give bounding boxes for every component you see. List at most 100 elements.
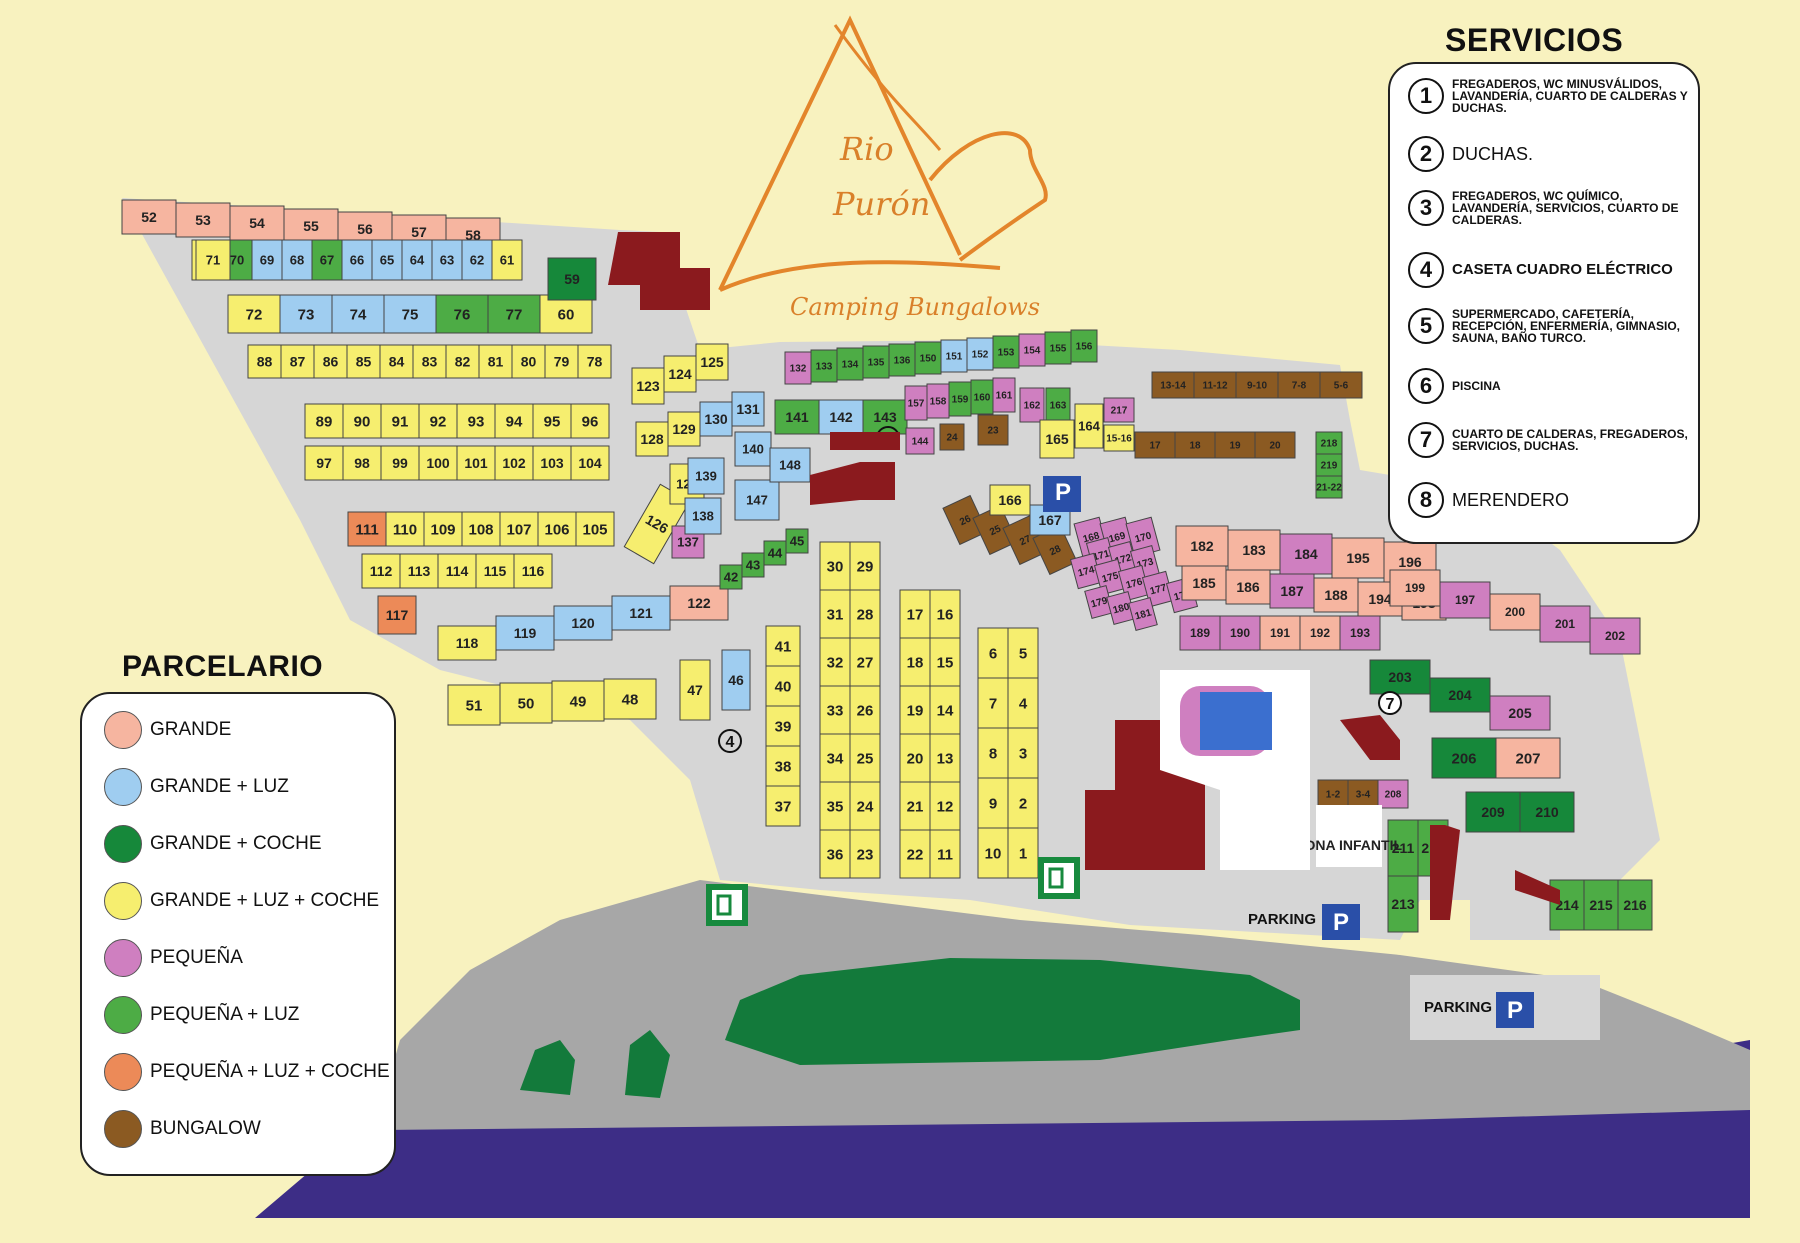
plot-12: 12 [929, 781, 961, 831]
plot-143: 143 [862, 399, 908, 435]
svg-text:157: 157 [908, 399, 925, 410]
plot-155: 155 [1044, 331, 1072, 365]
svg-text:185: 185 [1192, 575, 1216, 591]
building-8 [1340, 715, 1400, 760]
svg-text:107: 107 [506, 521, 531, 538]
svg-text:161: 161 [996, 391, 1013, 402]
svg-text:119: 119 [514, 625, 537, 641]
plot-1-2: 1-2 [1317, 779, 1349, 809]
svg-text:136: 136 [894, 356, 911, 367]
svg-text:214: 214 [1555, 897, 1579, 913]
svg-text:138: 138 [692, 509, 714, 524]
svg-text:25: 25 [857, 750, 874, 767]
plot-213: 213 [1387, 875, 1419, 933]
legend-swatch [104, 996, 142, 1034]
svg-text:66: 66 [350, 253, 364, 268]
parking-1: P [1043, 476, 1081, 512]
svg-text:169: 169 [1108, 530, 1127, 545]
plot-148: 148 [769, 447, 811, 483]
service-text: CUARTO DE CALDERAS, FREGADEROS, SERVICIO… [1452, 427, 1688, 453]
exit-sign-icon [706, 884, 748, 926]
plot-219: 219 [1315, 453, 1343, 477]
svg-text:9: 9 [989, 795, 997, 812]
plot-68: 68 [281, 239, 313, 281]
green-area [520, 1040, 575, 1095]
zona-infantil: ZONA INFANTIL [1296, 805, 1402, 867]
plot-181: 181 [1128, 597, 1158, 631]
plot-117: 117 [377, 595, 417, 635]
legend-swatch [104, 1053, 142, 1091]
plot-89: 89 [304, 403, 344, 439]
plot-48: 48 [603, 678, 657, 720]
plot-190: 190 [1219, 615, 1261, 651]
svg-text:183: 183 [1242, 542, 1266, 558]
plot-59: 59 [547, 257, 597, 301]
legend-swatch [104, 825, 142, 863]
svg-text:68: 68 [290, 253, 304, 268]
svg-text:1-2: 1-2 [1326, 790, 1341, 801]
plot-106: 106 [537, 511, 577, 547]
plot-24: 24 [939, 423, 965, 451]
plot-209: 209 [1465, 791, 1521, 833]
plot-113: 113 [399, 553, 439, 589]
plot-11-12: 11-12 [1193, 371, 1237, 399]
svg-text:113: 113 [408, 563, 431, 579]
svg-text:171: 171 [1092, 548, 1111, 563]
svg-text:86: 86 [323, 353, 339, 369]
svg-text:9-10: 9-10 [1247, 381, 1267, 392]
plot-20: 20 [1254, 431, 1296, 459]
plot-8: 8 [977, 727, 1009, 779]
legend-swatch [104, 939, 142, 977]
plot-182: 182 [1175, 525, 1229, 567]
plot-128: 128 [635, 421, 669, 457]
plot-18: 18 [899, 637, 931, 687]
plot-123: 123 [631, 367, 665, 405]
plot-151: 151 [940, 339, 968, 373]
svg-text:46: 46 [728, 672, 744, 688]
green-area [725, 958, 1300, 1065]
svg-text:73: 73 [298, 306, 315, 323]
plot-120: 120 [553, 605, 613, 641]
svg-text:8: 8 [989, 745, 997, 762]
svg-text:118: 118 [456, 635, 479, 651]
plot-205: 205 [1489, 695, 1551, 731]
svg-text:215: 215 [1589, 897, 1613, 913]
building-extra [1430, 825, 1460, 920]
svg-text:53: 53 [195, 212, 211, 228]
plot-40: 40 [765, 665, 801, 707]
svg-text:12: 12 [937, 798, 954, 815]
plot-14: 14 [929, 685, 961, 735]
plot-204: 204 [1429, 677, 1491, 713]
plot-86: 86 [313, 344, 348, 379]
plot-55: 55 [283, 208, 339, 244]
plot-7: 7 [977, 677, 1009, 729]
svg-text:26: 26 [857, 702, 874, 719]
svg-text:135: 135 [868, 358, 885, 369]
plot-13: 13 [929, 733, 961, 783]
plot-34: 34 [819, 733, 851, 783]
plot-184: 184 [1279, 533, 1333, 575]
svg-text:14: 14 [937, 702, 954, 719]
plot-15-16: 15-16 [1103, 424, 1135, 452]
svg-text:128: 128 [640, 431, 664, 447]
plot-214: 214 [1549, 879, 1585, 931]
plot-179: 179 [1084, 585, 1114, 619]
svg-text:201: 201 [1555, 617, 1575, 631]
svg-text:139: 139 [695, 469, 717, 484]
svg-text:115: 115 [484, 563, 507, 579]
plot-102: 102 [494, 445, 534, 481]
plot-138: 138 [684, 497, 722, 535]
svg-text:217: 217 [1111, 406, 1128, 417]
plot-107: 107 [499, 511, 539, 547]
svg-text:93: 93 [468, 413, 485, 430]
plot-192: 192 [1299, 615, 1341, 651]
plot-101: 101 [456, 445, 496, 481]
service-text: CASETA CUADRO ELÉCTRICO [1452, 261, 1673, 278]
svg-text:207: 207 [1515, 750, 1540, 767]
plot-44: 44 [763, 540, 787, 566]
svg-text:123: 123 [636, 378, 660, 394]
plot-88: 88 [247, 344, 282, 379]
